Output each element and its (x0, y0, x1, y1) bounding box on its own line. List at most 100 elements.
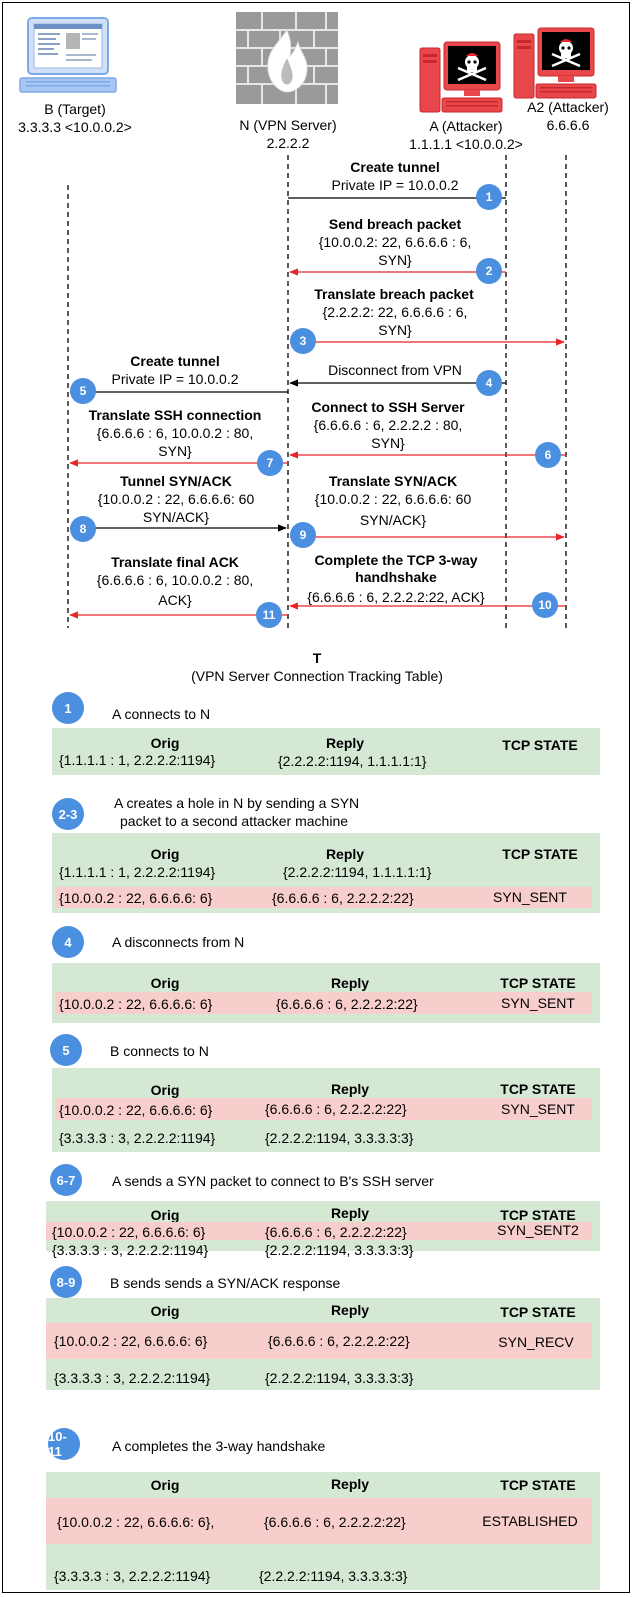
section-badge: 1 (52, 692, 84, 724)
col-header-orig: Orig (150, 1477, 180, 1493)
msg-11-title: Translate final ACK (111, 554, 239, 570)
row-reply: {2.2.2.2:1194, 3.3.3.3:3} (265, 1370, 414, 1386)
msg-9-line2: SYN/ACK} (359, 512, 427, 528)
msg-7-title: Translate SSH connection (88, 407, 262, 423)
row-orig: {10.0.0.2 : 22, 6.6.6.6: 6} (59, 890, 213, 906)
step-badge: 10 (532, 592, 558, 618)
row-orig: {1.1.1.1 : 1, 2.2.2.2:1194} (59, 752, 216, 768)
section-badge: 8-9 (50, 1266, 82, 1298)
msg-8-line2: SYN/ACK} (142, 509, 210, 525)
col-header-reply: Reply (330, 1205, 370, 1221)
msg-3-title: Translate breach packet (314, 286, 474, 302)
row-reply: {6.6.6.6 : 6, 2.2.2.2:22} (268, 1333, 410, 1349)
section-badge: 4 (52, 926, 84, 958)
row-highlight (46, 1222, 592, 1240)
col-header-reply: Reply (330, 1476, 370, 1492)
section-desc: A disconnects from N (112, 934, 245, 950)
col-header-orig: Orig (150, 846, 180, 862)
section-desc: B sends sends a SYN/ACK response (110, 1275, 341, 1291)
section-desc: A connects to N (112, 706, 211, 722)
row-reply: {2.2.2.2:1194, 1.1.1.1:1} (283, 864, 432, 880)
row-reply: {2.2.2.2:1194, 3.3.3.3:3} (265, 1130, 414, 1146)
sequence-diagram (67, 155, 567, 628)
step-badge: 4 (476, 370, 502, 396)
col-header-orig: Orig (150, 975, 180, 991)
msg-6-title: Connect to SSH Server (311, 399, 465, 415)
row-orig: {10.0.0.2 : 22, 6.6.6.6: 6} (59, 996, 213, 1012)
row-reply: {2.2.2.2:1194, 3.3.3.3:3} (259, 1568, 408, 1584)
row-orig: {10.0.0.2 : 22, 6.6.6.6: 6} (54, 1333, 208, 1349)
msg-3-line2: SYN} (378, 322, 412, 338)
col-header-state: TCP STATE (500, 1304, 576, 1320)
table-subtitle: (VPN Server Connection Tracking Table) (191, 668, 443, 684)
col-header-orig: Orig (150, 1303, 180, 1319)
row-state: SYN_SENT (501, 995, 575, 1011)
row-reply: {6.6.6.6 : 6, 2.2.2.2:22} (272, 890, 414, 906)
msg-11-line2: ACK} (158, 592, 192, 608)
row-orig: {3.3.3.3 : 3, 2.2.2.2:1194} (59, 1130, 216, 1146)
actor-n-ip: 2.2.2.2 (266, 135, 310, 151)
col-header-state: TCP STATE (500, 1207, 576, 1223)
attacker-computer-icon (513, 27, 597, 99)
section-badge: 6-7 (50, 1164, 82, 1196)
col-header-orig: Orig (150, 1082, 180, 1098)
step-badge: 2 (476, 258, 502, 284)
row-state: ESTABLISHED (482, 1513, 578, 1529)
col-header-orig: Orig (150, 1207, 180, 1223)
actor-a-name: A (Attacker) (429, 118, 503, 134)
row-reply: {6.6.6.6 : 6, 2.2.2.2:22} (265, 1224, 407, 1240)
msg-5-line1: Private IP = 10.0.0.2 (111, 371, 239, 387)
table-section-1 (52, 728, 600, 775)
step-badge: 6 (535, 442, 561, 468)
step-badge: 5 (70, 378, 96, 404)
section-badge: 5 (50, 1034, 82, 1066)
computer-icon (19, 17, 117, 93)
col-header-reply: Reply (330, 1302, 370, 1318)
col-header-state: TCP STATE (502, 737, 578, 753)
msg-3-line1: {2.2.2.2: 22, 6.6.6.6 : 6, (322, 304, 468, 320)
row-reply: {6.6.6.6 : 6, 2.2.2.2:22} (265, 1101, 407, 1117)
msg-9-title: Translate SYN/ACK (328, 473, 458, 489)
col-header-state: TCP STATE (500, 975, 576, 991)
row-orig: {3.3.3.3 : 3, 2.2.2.2:1194} (52, 1242, 209, 1258)
row-orig: {10.0.0.2 : 22, 6.6.6.6: 6}, (57, 1514, 215, 1530)
step-badge: 1 (476, 184, 502, 210)
msg-5-title: Create tunnel (130, 353, 220, 369)
col-header-state: TCP STATE (500, 1081, 576, 1097)
msg-6-line1: {6.6.6.6 : 6, 2.2.2.2 : 80, (313, 417, 463, 433)
col-header-reply: Reply (325, 846, 365, 862)
row-state: SYN_SENT2 (497, 1222, 579, 1238)
row-orig: {3.3.3.3 : 3, 2.2.2.2:1194} (54, 1568, 211, 1584)
step-badge: 11 (256, 602, 282, 628)
col-header-reply: Reply (330, 975, 370, 991)
msg-10-title: Complete the TCP 3-way (314, 552, 478, 568)
msg-10-title2: handhshake (355, 569, 437, 585)
msg-2-line2: SYN} (378, 252, 412, 268)
step-badge: 3 (290, 328, 316, 354)
row-highlight (56, 1098, 592, 1120)
row-reply: {6.6.6.6 : 6, 2.2.2.2:22} (276, 996, 418, 1012)
actor-n-name: N (VPN Server) (239, 117, 337, 133)
row-orig: {1.1.1.1 : 1, 2.2.2.2:1194} (59, 864, 216, 880)
col-header-reply: Reply (325, 735, 365, 751)
section-desc: A completes the 3-way handshake (112, 1438, 326, 1454)
msg-2-line1: {10.0.0.2: 22, 6.6.6.6 : 6, (318, 234, 472, 250)
row-highlight (46, 1323, 592, 1359)
section-desc: A sends a SYN packet to connect to B's S… (112, 1173, 434, 1189)
msg-2-title: Send breach packet (328, 216, 462, 232)
row-orig: {10.0.0.2 : 22, 6.6.6.6: 6} (59, 1102, 213, 1118)
row-state: SYN_RECV (498, 1334, 574, 1350)
msg-10-line1: {6.6.6.6 : 6, 2.2.2.2:22, ACK} (307, 589, 485, 605)
msg-9-line1: {10.0.0.2 : 22, 6.6.6.6: 60 (314, 491, 472, 507)
col-header-orig: Orig (150, 735, 180, 751)
attacker-computer-icon (419, 41, 503, 113)
row-state: SYN_SENT (501, 1101, 575, 1117)
step-badge: 8 (70, 516, 96, 542)
msg-8-line1: {10.0.0.2 : 22, 6.6.6.6: 60 (97, 491, 255, 507)
row-highlight (56, 992, 592, 1014)
col-header-state: TCP STATE (502, 846, 578, 862)
actor-b-ip: 3.3.3.3 <10.0.0.2> (18, 119, 132, 135)
row-highlight (46, 1498, 592, 1544)
